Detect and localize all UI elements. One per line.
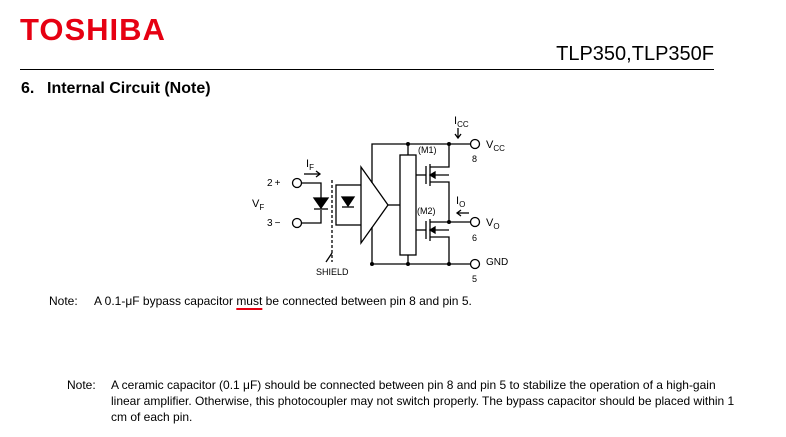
junction-dot: [447, 220, 451, 224]
junction-dot: [406, 142, 410, 146]
icc-label: ICC: [454, 115, 469, 129]
shield-label: SHIELD: [316, 267, 349, 277]
pin6-number: 6: [472, 233, 477, 243]
m1-source: [430, 181, 450, 220]
vo-label: VO: [486, 217, 500, 231]
m1-drain: [430, 150, 450, 168]
junction-dot: [447, 262, 451, 266]
m2-drain: [430, 220, 450, 223]
if-arrow-head: [315, 170, 322, 178]
section-title: Internal Circuit (Note): [47, 80, 211, 97]
pin2-label: 2+: [267, 178, 281, 189]
pin3-label: 3−: [267, 218, 281, 229]
note-label: Note:: [49, 294, 78, 308]
cathode-wire: [301, 210, 322, 224]
m2-label: (M2): [417, 206, 436, 216]
pin2-terminal: [291, 177, 303, 189]
internal-circuit-diagram: 2+ 3− VF IF SHIELD (M1) (M2) ICC VCC 8 I…: [252, 115, 508, 284]
note-label: Note:: [67, 378, 96, 392]
pin3-terminal: [291, 217, 303, 229]
icc-arrow-head: [454, 133, 462, 140]
io-label: IO: [456, 195, 465, 209]
note-emphasis-must: must: [236, 294, 263, 308]
toshiba-logo: TOSHIBA: [20, 12, 166, 47]
section-heading: 6. Internal Circuit (Note): [21, 80, 211, 98]
amplifier: [360, 164, 389, 246]
gnd-label: GND: [486, 257, 508, 268]
junction-dot: [447, 142, 451, 146]
note-text-post: be connected between pin 8 and pin 5.: [262, 294, 472, 308]
gnd-rail: [371, 227, 449, 265]
header-rule: [20, 69, 714, 70]
junction-dot: [406, 262, 410, 266]
ceramic-capacitor-note: Note: A ceramic capacitor (0.1 μF) shoul…: [67, 377, 737, 425]
note-text-pre: A 0.1-μF bypass capacitor: [94, 294, 237, 308]
anode-wire: [301, 182, 322, 198]
photodiode-box: [335, 184, 364, 226]
vcc-label: VCC: [486, 139, 505, 153]
bypass-capacitor-note: Note: A 0.1-μF bypass capacitor must be c…: [49, 294, 472, 308]
io-arrow-head: [455, 209, 462, 217]
part-number: TLP350,TLP350F: [556, 43, 714, 65]
pin8-terminal: [469, 138, 481, 150]
junction-dot: [370, 262, 374, 266]
m1-label: (M1): [418, 145, 437, 155]
pin8-number: 8: [472, 154, 477, 164]
vf-label: VF: [252, 198, 264, 212]
pin6-terminal: [469, 216, 481, 228]
m2-source: [430, 236, 450, 264]
if-label: IF: [306, 158, 314, 172]
shield-pointer: [325, 252, 333, 263]
note-body: A ceramic capacitor (0.1 μF) should be c…: [111, 378, 735, 424]
section-number: 6.: [21, 80, 35, 97]
pin5-terminal: [469, 258, 481, 270]
driver-block: [399, 154, 417, 256]
vcc-rail: [371, 143, 450, 183]
pin5-number: 5: [472, 274, 477, 284]
led-diode: [312, 197, 330, 210]
photodiode: [340, 196, 356, 208]
